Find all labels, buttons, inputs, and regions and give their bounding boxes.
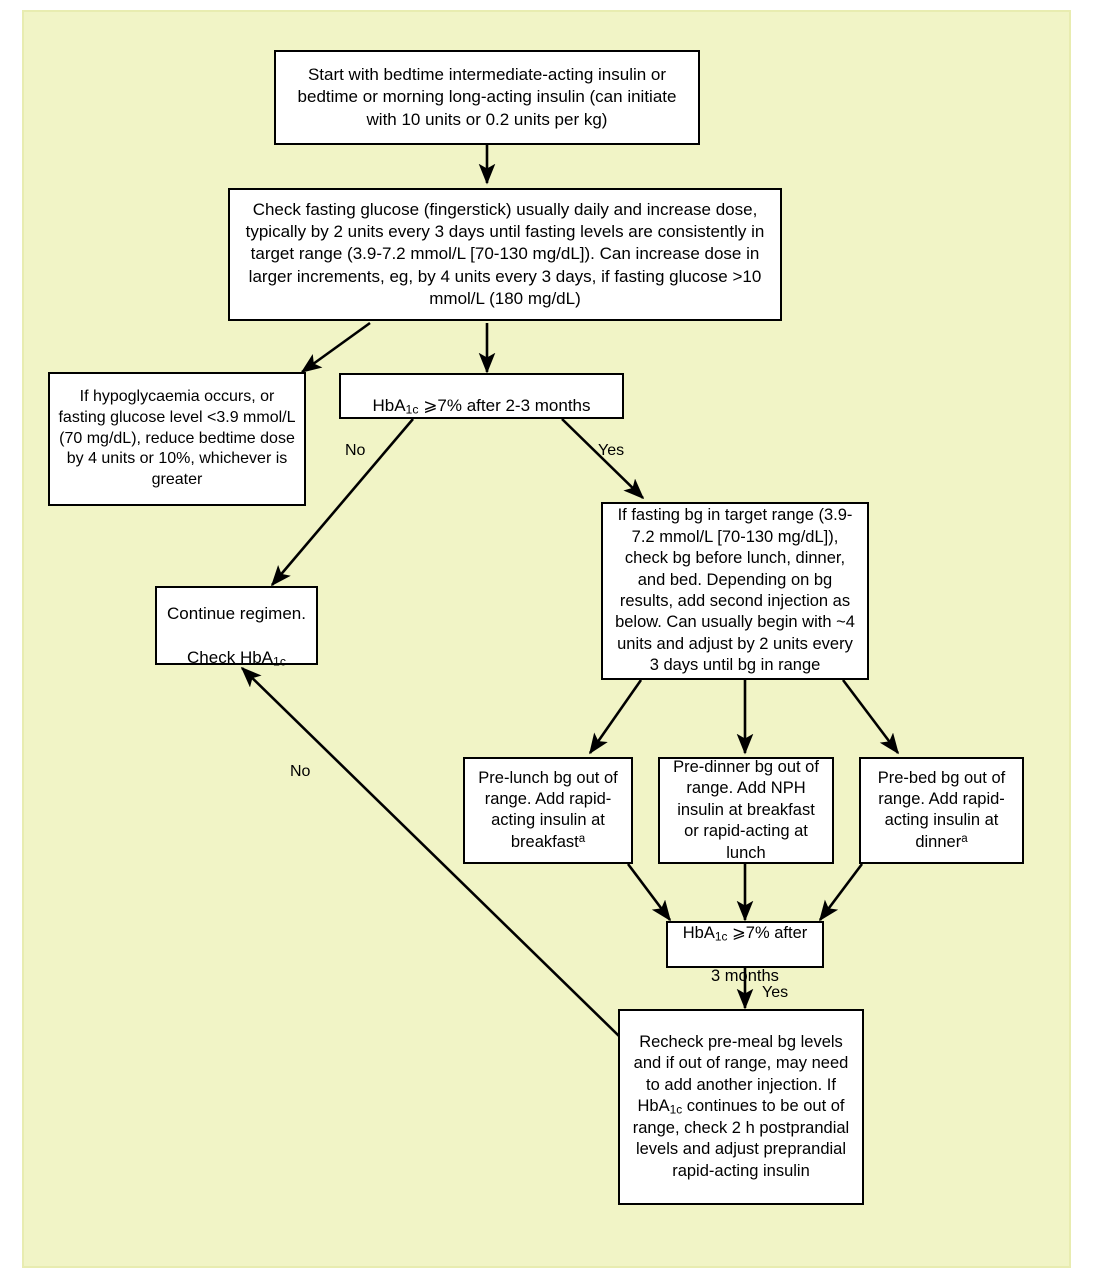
node-pre-lunch[interactable]: Pre-lunch bg out of range. Add rapid-act…	[463, 757, 633, 864]
node-pre-lunch-footnote: a	[578, 832, 586, 845]
node-start-insulin[interactable]: Start with bedtime intermediate-acting i…	[274, 50, 700, 145]
node-continue-regimen-subscript: 1c	[273, 654, 286, 669]
edge-label-yes-1: Yes	[598, 442, 625, 459]
node-pre-lunch-text: Pre-lunch bg out of range. Add rapid-act…	[478, 768, 618, 852]
node-hba1c-decision-2-line2: 3 months	[711, 967, 779, 986]
node-hypoglycaemia-label: If hypoglycaemia occurs, or fasting gluc…	[58, 388, 296, 489]
node-hba1c-decision-1-suffix: ⩾7% after 2-3 months	[418, 396, 591, 416]
node-hba1c-decision-1[interactable]: HbA1c ⩾7% after 2-3 months	[339, 373, 624, 419]
node-check-fasting-glucose-label: Check fasting glucose (fingerstick) usua…	[245, 200, 765, 308]
node-check-fasting-glucose[interactable]: Check fasting glucose (fingerstick) usua…	[228, 188, 782, 321]
node-hba1c-decision-2[interactable]: HbA1c ⩾7% after 3 months	[666, 921, 824, 985]
node-pre-bed-text: Pre-bed bg out of range. Add rapid-actin…	[877, 768, 1006, 852]
node-hba1c-decision-2-prefix: HbA	[682, 923, 715, 942]
node-continue-regimen-line1: Continue regimen.	[167, 603, 306, 623]
node-continue-regimen-line2: Check HbA	[187, 647, 274, 667]
node-hba1c-decision-1-prefix: HbA	[372, 396, 406, 416]
node-hba1c-decision-2-suffix: ⩾7% after	[727, 923, 808, 942]
edge-hba1c1-yes	[561, 418, 645, 500]
edge-label-no-1: No	[345, 442, 366, 459]
node-pre-dinner[interactable]: Pre-dinner bg out of range. Add NPH insu…	[658, 757, 834, 864]
node-continue-regimen[interactable]: Continue regimen. Check HbA1c	[155, 586, 318, 669]
edge-label-yes-2: Yes	[762, 984, 789, 1001]
edge-hba1c1-no	[270, 418, 414, 587]
node-pre-bed[interactable]: Pre-bed bg out of range. Add rapid-actin…	[859, 757, 1024, 864]
edge-prelunch-to-hba1c2	[626, 863, 672, 922]
edge-second-to-prelunch	[588, 679, 643, 755]
edge-recheck-no	[240, 666, 621, 1038]
node-recheck-premeal-subscript: 1c	[669, 1102, 683, 1117]
edge-check-to-hypo	[300, 321, 371, 374]
node-recheck-premeal[interactable]: Recheck pre-meal bg levels and if out of…	[618, 1009, 864, 1205]
node-hypoglycaemia[interactable]: If hypoglycaemia occurs, or fasting gluc…	[48, 372, 306, 506]
node-hba1c-decision-2-subscript: 1c	[714, 929, 728, 944]
node-recheck-premeal-part1: Recheck pre-meal bg levels and if out of…	[633, 1032, 849, 1115]
node-pre-dinner-text: Pre-dinner bg out of range. Add NPH insu…	[673, 757, 819, 862]
node-second-injection[interactable]: If fasting bg in target range (3.9-7.2 m…	[601, 502, 869, 680]
node-hba1c-decision-1-subscript: 1c	[405, 402, 419, 417]
node-start-insulin-label: Start with bedtime intermediate-acting i…	[297, 65, 677, 129]
edge-prebed-to-hba1c2	[818, 863, 864, 922]
node-recheck-premeal-part2: continues to be out of range, check 2 h …	[632, 1096, 850, 1180]
node-second-injection-label: If fasting bg in target range (3.9-7.2 m…	[615, 506, 855, 675]
node-pre-bed-footnote: a	[961, 832, 968, 845]
edge-label-no-2: No	[290, 763, 311, 780]
edge-second-to-prebed	[841, 679, 900, 755]
